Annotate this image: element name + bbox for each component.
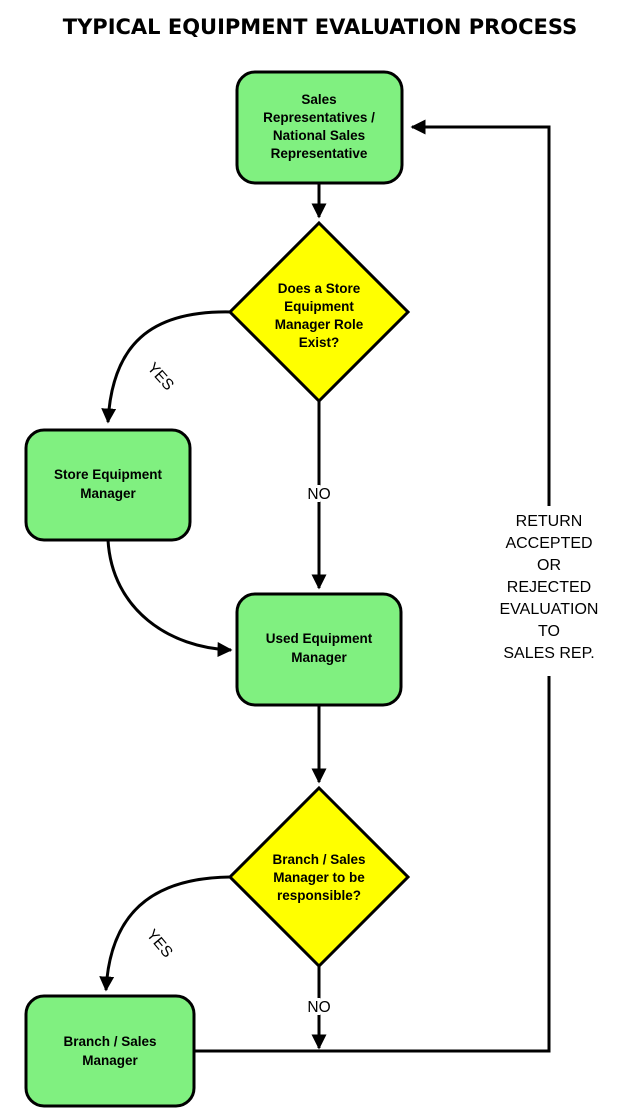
decision-store-manager-role: Does a Store Equipment Manager Role Exis… (227, 220, 411, 404)
node-sales-representatives: Sales Representatives / National Sales R… (235, 70, 404, 185)
node-label-line: Manager (291, 650, 347, 665)
diagram-title: TYPICAL EQUIPMENT EVALUATION PROCESS (63, 15, 577, 39)
node-label-line: Branch / Sales (63, 1034, 156, 1049)
node-label-line: National Sales (273, 128, 365, 143)
no-label-used-manager: NO (307, 486, 330, 503)
return-label-line: TO (538, 623, 560, 640)
node-store-equipment-manager: Store Equipment Manager (24, 428, 192, 542)
node-label-line: Exist? (299, 335, 340, 350)
node-label-line: Equipment (284, 299, 354, 314)
node-label-line: Representative (271, 146, 368, 161)
node-label-line: Sales (301, 92, 336, 107)
node-label-line: Manager to be (273, 870, 365, 885)
node-label-line: responsible? (277, 888, 361, 903)
return-label-line: SALES REP. (503, 645, 594, 662)
edge-store-manager-to-used-manager (106, 539, 233, 658)
return-label-line: OR (537, 557, 561, 574)
return-label-line: RETURN (516, 513, 583, 530)
no-label-bottom: NO (307, 999, 330, 1016)
node-label-line: Manager (82, 1053, 138, 1068)
node-label-line: Does a Store (278, 281, 361, 296)
node-used-equipment-manager: Used Equipment Manager (235, 592, 403, 707)
return-label-line: REJECTED (507, 579, 591, 596)
yes-label-branch-manager: YES (143, 926, 176, 961)
return-label-line: EVALUATION (500, 601, 599, 618)
decision-branch-sales-manager: Branch / Sales Manager to be responsible… (227, 785, 411, 969)
node-label-line: Used Equipment (266, 631, 373, 646)
node-label-line: Branch / Sales (272, 852, 365, 867)
return-label-line: ACCEPTED (505, 535, 592, 552)
node-branch-sales-manager: Branch / Sales Manager (24, 994, 196, 1108)
node-label-line: Representatives / (263, 110, 375, 125)
node-label-line: Manager Role (275, 317, 364, 332)
edge-decision-to-store-manager-yes (101, 310, 233, 424)
node-label-line: Store Equipment (54, 467, 163, 482)
yes-label-store-manager: YES (144, 360, 177, 394)
node-label-line: Manager (80, 486, 136, 501)
edge-decision-to-branch-manager-yes (99, 875, 231, 992)
return-label: RETURN ACCEPTED OR REJECTED EVALUATION T… (486, 506, 612, 676)
